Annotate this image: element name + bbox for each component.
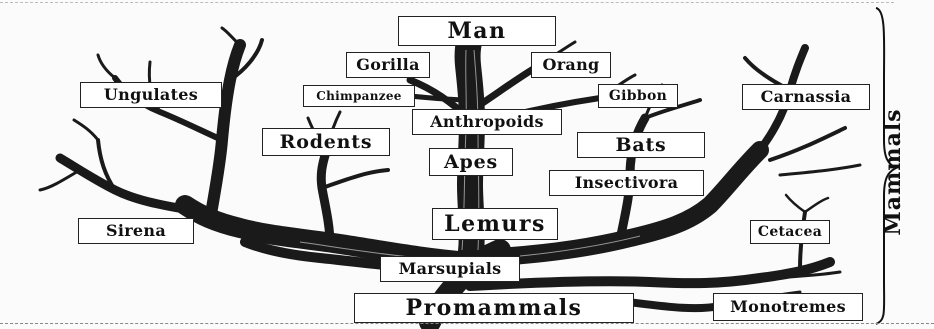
- side-label-mammals: Mammals: [879, 72, 907, 272]
- label-monotremes: Monotremes: [713, 293, 863, 321]
- bottom-dashed-border: [0, 323, 934, 324]
- sirena-branch: [60, 158, 190, 210]
- label-insectivora: Insectivora: [549, 170, 704, 196]
- label-orang: Orang: [531, 52, 611, 78]
- right-low-limb: [470, 262, 830, 286]
- label-carnassia: Carnassia: [742, 84, 870, 110]
- label-marsupials: Marsupials: [380, 256, 520, 282]
- label-man: Man: [398, 16, 556, 46]
- label-anthropoids: Anthropoids: [412, 109, 562, 135]
- label-chimpanzee: Chimpanzee: [303, 85, 415, 107]
- label-lemurs: Lemurs: [432, 208, 558, 240]
- label-cetacea: Cetacea: [750, 220, 830, 244]
- label-gibbon: Gibbon: [598, 84, 678, 108]
- label-apes: Apes: [429, 148, 513, 176]
- label-ungulates: Ungulates: [80, 82, 222, 108]
- label-rodents: Rodents: [262, 128, 390, 156]
- label-bats: Bats: [577, 132, 705, 158]
- label-gorilla: Gorilla: [346, 52, 430, 78]
- label-sirena: Sirena: [78, 218, 194, 244]
- rodents-branch: [321, 152, 330, 244]
- ungulates-branch: [210, 45, 240, 220]
- label-promammals: Promammals: [354, 293, 634, 323]
